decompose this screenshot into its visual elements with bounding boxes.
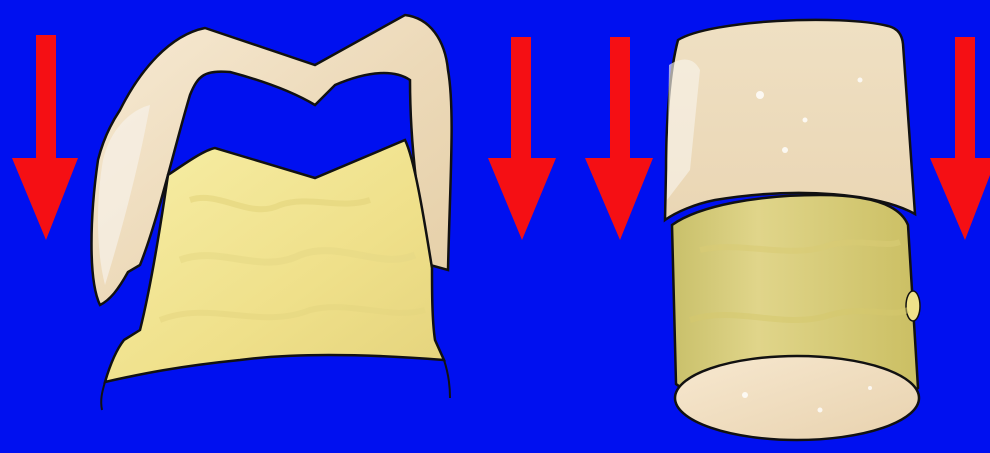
arrow-left-1 [12,35,78,240]
side-view-crown [665,20,915,220]
arrow-left-2 [488,37,556,240]
arrow-right-1 [585,37,653,240]
arrow-right-2 [930,37,990,240]
side-view-base [675,356,919,440]
